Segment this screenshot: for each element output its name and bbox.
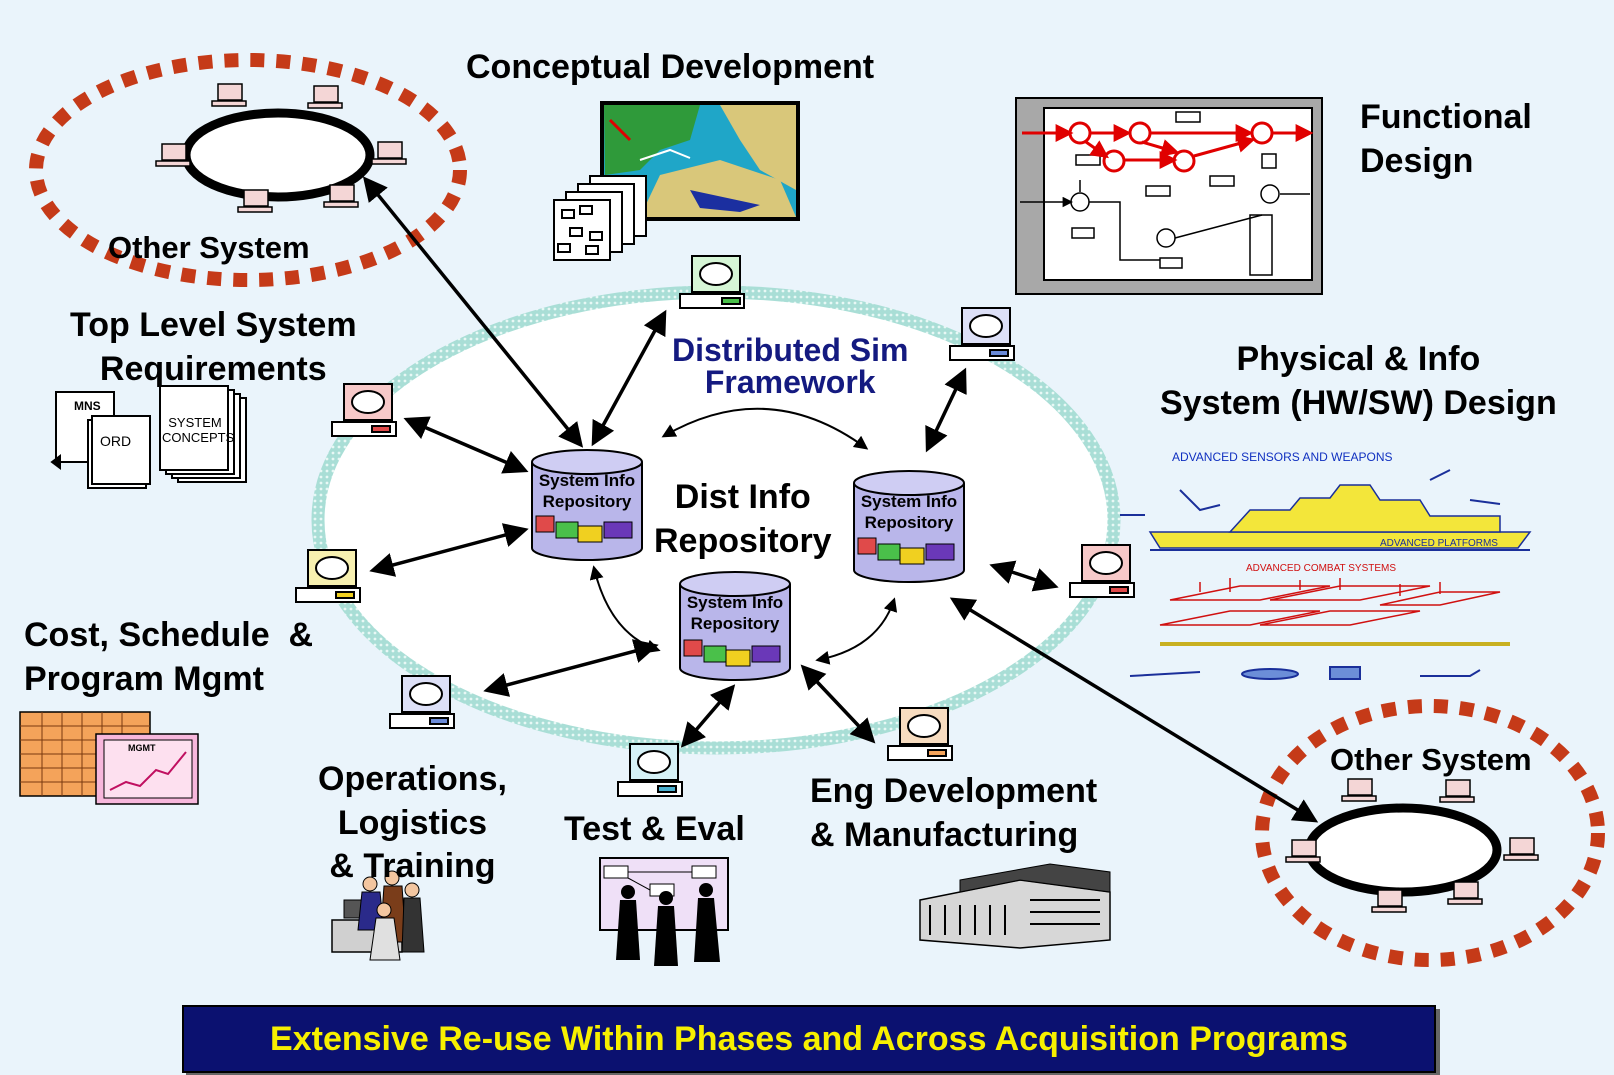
- hardware-icons: [1129, 666, 1481, 680]
- physical-info-design-label: Physical & Info System (HW/SW) Design: [1160, 340, 1557, 422]
- terminal-design: [949, 307, 1015, 361]
- conceptual-development-label: Conceptual Development: [466, 48, 875, 86]
- advanced-combat-systems-image: [1159, 578, 1501, 626]
- program-mgmt-charts: [19, 711, 199, 805]
- network-ring-bottom: [1304, 803, 1502, 897]
- terminal-operations: [389, 675, 455, 729]
- connection-arrows: [362, 176, 1319, 823]
- advanced-platforms-image: [1120, 469, 1532, 551]
- workstation-terminals: [295, 255, 1135, 797]
- distributed-sim-framework-label: Distributed Sim Framework: [672, 332, 909, 400]
- terminal-physical: [1069, 544, 1135, 598]
- factory-image: [919, 863, 1111, 949]
- conceptual-map-image: [600, 101, 800, 221]
- operations-people-image: [331, 870, 425, 961]
- reuse-banner: Extensive Re-use Within Phases and Acros…: [182, 1005, 1436, 1073]
- functional-design-label: Functional Design: [1360, 98, 1532, 181]
- test-eval-image: [599, 857, 729, 966]
- combat-systems-label: ADVANCED COMBAT SYSTEMS: [1246, 563, 1397, 574]
- reuse-banner-text: Extensive Re-use Within Phases and Acros…: [270, 1019, 1348, 1058]
- ord-document-label: ORD: [100, 433, 132, 449]
- terminal-cost: [295, 549, 361, 603]
- system-concepts-document-label: SYSTEM CONCEPTS: [162, 415, 235, 445]
- functional-design-diagram: [1015, 97, 1323, 295]
- repository-cylinder-3: [679, 571, 791, 681]
- other-system-top-label: Other System: [108, 230, 310, 265]
- mgmt-chart-label: MGMT: [128, 743, 156, 753]
- terminal-test: [617, 743, 683, 797]
- other-system-bottom-label: Other System: [1330, 742, 1532, 777]
- terminal-requirements: [331, 383, 397, 437]
- repository-label-1: System Info Repository: [538, 471, 636, 512]
- repository-label-3: System Info Repository: [686, 593, 784, 634]
- mns-document-label: MNS: [74, 399, 101, 413]
- repository-curved-arrows: [589, 407, 898, 665]
- other-system-ring-top: [29, 53, 467, 287]
- dist-info-repository-label: Dist Info Repository: [654, 478, 832, 560]
- conceptual-document-stack: [553, 175, 647, 261]
- cost-schedule-label: Cost, Schedule & Program Mgmt: [24, 616, 314, 698]
- repository-cylinder-2: [853, 470, 965, 583]
- terminal-conceptual: [679, 255, 745, 309]
- top-level-requirements-label: Top Level System Requirements: [70, 306, 357, 388]
- operations-logistics-label: Operations, Logistics & Training: [318, 760, 507, 886]
- terminal-engineering: [887, 707, 953, 761]
- eng-development-label: Eng Development & Manufacturing: [810, 772, 1098, 854]
- network-terminals-top: [155, 83, 407, 213]
- repository-label-2: System Info Repository: [860, 492, 958, 533]
- platforms-label: ADVANCED PLATFORMS: [1380, 538, 1498, 549]
- sensors-weapons-label: ADVANCED SENSORS AND WEAPONS: [1172, 450, 1393, 464]
- test-eval-label: Test & Eval: [564, 810, 745, 848]
- other-system-ring-bottom: [1255, 699, 1605, 967]
- requirements-documents: [50, 385, 247, 489]
- repository-cylinder-1: [531, 449, 643, 561]
- network-terminals-bottom: [1285, 778, 1539, 913]
